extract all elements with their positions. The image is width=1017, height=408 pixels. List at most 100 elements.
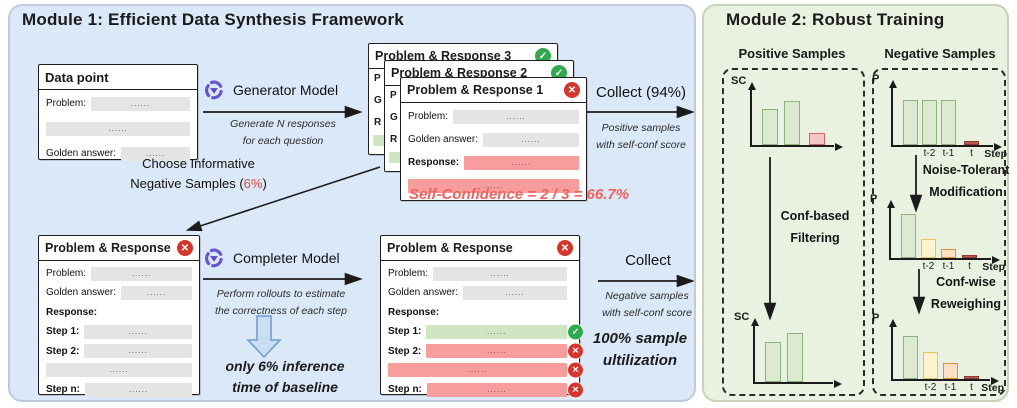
bar-group: t-1	[941, 249, 956, 272]
choose-line-1: Choose Informative	[142, 156, 255, 171]
completer-model-icon	[202, 246, 226, 270]
y-axis-arrow-icon	[750, 318, 759, 326]
form-row: Problem:......	[46, 95, 190, 112]
field-value: ......	[84, 344, 192, 359]
field-label: Golden answer:	[408, 134, 479, 145]
positive-samples-box	[722, 68, 865, 396]
y-axis-label: SC	[734, 311, 750, 323]
field-value: ......	[426, 344, 567, 359]
collect-bottom-caption: Negative samples with self-conf score	[586, 288, 708, 323]
label-line: Conf-wise	[936, 275, 996, 289]
caption-line: Generate N responses	[230, 118, 336, 130]
bar-group: t	[964, 141, 979, 159]
bar	[787, 333, 803, 382]
bar	[903, 336, 918, 379]
bar	[943, 363, 958, 379]
bar-group	[903, 100, 918, 145]
box-title-text: Data point	[45, 69, 109, 85]
noise-tolerant-label: Noise-Tolerant Modification	[922, 160, 1010, 204]
bar-group: t-1	[943, 363, 958, 393]
bars: t-2 t-1 t	[893, 336, 979, 393]
y-axis-arrow-icon	[886, 200, 895, 208]
form-row: Golden answer:......	[408, 131, 579, 148]
choose-line-2-text: Negative Samples (	[130, 176, 244, 192]
y-axis-label: P	[872, 73, 880, 85]
module2-title: Module 2: Robust Training	[726, 10, 945, 29]
field-label: Step 1:	[388, 326, 422, 338]
form-row: Step 1:......	[46, 324, 192, 339]
form-row: Step 2:......	[46, 344, 192, 359]
bar	[923, 352, 938, 379]
sample-utilization-note: 100% sample ultilization	[578, 328, 702, 372]
x-axis-arrow-icon	[835, 142, 843, 151]
bar-group: t-2	[921, 239, 936, 272]
label-line: Noise-Tolerant	[922, 163, 1010, 177]
response-card-1: Problem & Response 1 Problem:......Golde…	[400, 77, 587, 201]
field-value: ......	[426, 382, 567, 397]
collect-top-caption: Positive samples with self-conf score	[587, 120, 695, 155]
bar	[903, 100, 918, 145]
form-row: ......	[46, 120, 190, 137]
field-label: Step 2:	[46, 345, 80, 357]
label-line: Modification	[929, 184, 1003, 199]
bars	[752, 101, 825, 145]
completed-response-fields: Problem:......Golden answer:......Respon…	[381, 261, 583, 407]
bar	[964, 141, 979, 145]
field-label: Problem:	[388, 268, 429, 279]
field-value: ......	[426, 324, 567, 339]
bar	[964, 376, 979, 379]
generator-model-label: Generator Model	[202, 78, 338, 102]
label-line: Reweighing	[930, 296, 1002, 311]
x-axis-label: Step	[982, 261, 1005, 273]
field-value: ......	[46, 121, 190, 136]
choose-percent: 6%	[243, 176, 263, 192]
y-axis-label: P	[870, 193, 878, 205]
chart-positive-filtered: SC	[734, 311, 842, 388]
form-row: Step n:......	[388, 382, 583, 398]
bar	[762, 109, 778, 145]
data-point-box-title: Data point	[39, 65, 197, 90]
caption-line: Negative samples	[605, 290, 689, 302]
bar-group	[903, 336, 918, 379]
form-row: Problem:......	[46, 266, 192, 281]
field-value: ......	[463, 285, 567, 300]
check-icon	[568, 324, 583, 340]
x-axis-arrow-icon	[994, 142, 1002, 151]
conf-based-filtering-label: Conf-based Filtering	[775, 206, 855, 250]
field-value: ......	[433, 266, 567, 281]
bar-group: t-1	[941, 100, 956, 159]
field-label: Response:	[46, 306, 98, 318]
y-axis-arrow-icon	[888, 319, 897, 327]
collect-top-label: Collect (94%)	[595, 84, 687, 101]
x-axis-arrow-icon	[991, 376, 999, 385]
generator-caption: Generate N responses for each question	[208, 116, 358, 151]
choose-line-2: Negative Samples (6%)	[106, 174, 291, 194]
completed-response-box: Problem & Response Problem:......Golden …	[380, 235, 583, 398]
module2-panel: Module 2: Robust Training Positive Sampl…	[702, 4, 1009, 402]
label-line: Conf-based	[780, 209, 850, 223]
cross-icon	[568, 362, 583, 378]
bar	[941, 100, 956, 145]
field-label: Step 1:	[46, 326, 80, 338]
field-fragment: G	[390, 112, 398, 123]
form-row: Step 1:......	[388, 324, 583, 340]
field-label: Problem:	[46, 268, 87, 279]
bar	[921, 239, 936, 258]
axis-tick-label: t-1	[944, 382, 957, 393]
highlight-line: ultilization	[602, 351, 678, 369]
bar-group	[762, 109, 778, 145]
bar-group: t	[964, 376, 979, 393]
conf-wise-reweigh-label: Conf-wise Reweighing	[926, 272, 1006, 316]
bar-group	[784, 101, 800, 145]
axis-tick-label: t-1	[942, 261, 955, 272]
chart-positive-top: SC	[731, 75, 843, 151]
bar-group	[809, 133, 825, 145]
axis-tick-label: t-2	[924, 382, 937, 393]
x-axis-arrow-icon	[834, 379, 842, 388]
caption-line: Positive samples	[601, 122, 681, 134]
completer-caption: Perform rollouts to estimate the correct…	[196, 286, 366, 321]
generator-model-text: Generator Model	[233, 82, 339, 98]
form-row: Step 2:......	[388, 343, 583, 359]
bar	[784, 101, 800, 145]
